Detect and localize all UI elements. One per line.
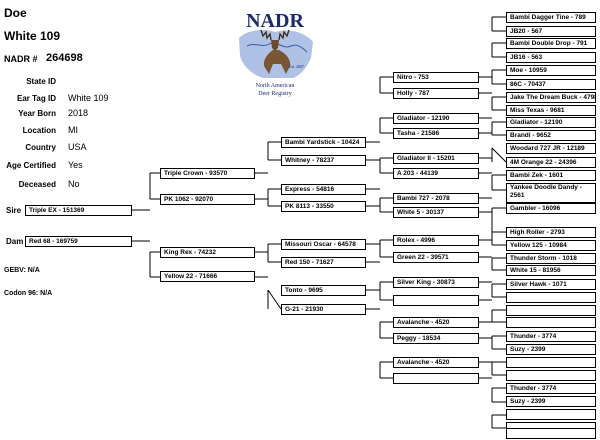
nadr-label: NADR # [4, 54, 38, 64]
pedigree-g3-box: Red 150 - 71627 [281, 257, 366, 268]
pedigree-g3-box: Express - 54816 [281, 184, 366, 195]
country-value: USA [68, 142, 87, 152]
state-id-label: State ID [26, 77, 56, 86]
ear-tag-label: Ear Tag ID [17, 94, 56, 103]
pedigree-g3-box: G-21 - 21930 [281, 304, 366, 315]
sire-label: Sire [6, 206, 22, 215]
nadr-number: 264698 [46, 52, 83, 64]
pedigree-g5-box: High Roller - 2793 [506, 227, 596, 238]
codon-text: Codon 96: N/A [4, 290, 53, 297]
pedigree-g4-box: Peggy - 18534 [393, 333, 479, 344]
pedigree-g4-box: White 5 - 30137 [393, 207, 479, 218]
pedigree-g5-box: Thunder - 3774 [506, 331, 596, 342]
deceased-label: Deceased [18, 180, 56, 189]
pedigree-g4-box: Gladiator - 12190 [393, 113, 479, 124]
nadr-logo: NADR Est. 2007 North American Deer Regis… [233, 8, 317, 98]
pedigree-g5-box: Gladiator - 12190 [506, 117, 596, 128]
age-certified-value: Yes [68, 160, 83, 170]
location-label: Location [22, 126, 56, 135]
pedigree-g4-box: Silver King - 30873 [393, 277, 479, 288]
gebv-text: GEBV: N/A [4, 267, 40, 274]
animal-sex: Doe [4, 6, 27, 20]
pedigree-g5-box: Brandi - 9652 [506, 130, 596, 141]
pedigree-g5-box [506, 428, 596, 439]
pedigree-g2-box: Triple Crown - 93570 [160, 168, 255, 179]
year-born-value: 2018 [68, 108, 89, 118]
logo-line2: Deer Registry [258, 91, 292, 97]
pedigree-g4-box: Green 22 - 39571 [393, 252, 479, 263]
pedigree-g5-box: Jake The Dream Buck - 4798 [506, 92, 596, 103]
pedigree-g3-box: Tonto - 9695 [281, 285, 366, 296]
pedigree-g5-box: Gambler - 16096 [506, 203, 596, 214]
pedigree-g4-box: Gladiator II - 15201 [393, 153, 479, 164]
pedigree-g5-box: Suzy - 2399 [506, 396, 596, 407]
pedigree-g2-box: Yellow 22 - 71666 [160, 271, 255, 282]
pedigree-g5-box: Thunder - 3774 [506, 383, 596, 394]
dam-label: Dam [6, 237, 24, 246]
pedigree-g5-box: Woodard 727 JR - 12189 [506, 143, 596, 154]
pedigree-g3-box: Missouri Oscar - 64578 [281, 239, 366, 250]
pedigree-g5-box [506, 317, 596, 328]
pedigree-g3-box: Bambi Yardstick - 10424 [281, 137, 366, 148]
pedigree-g4-box: Avalanche - 4520 [393, 357, 479, 368]
pedigree-g5-box: Bambi Double Drop - 791 [506, 38, 596, 49]
pedigree-g5-box: Yellow 125 - 10984 [506, 240, 596, 251]
logo-title: NADR [246, 10, 304, 32]
pedigree-g5-box: White 15 - 81956 [506, 265, 596, 276]
pedigree-g5-box: JB16 - 563 [506, 52, 596, 63]
pedigree-g4-box: Nitro - 753 [393, 72, 479, 83]
pedigree-g5-box: Thunder Storm - 1018 [506, 253, 596, 264]
pedigree-g5-box: Suzy - 2399 [506, 344, 596, 355]
pedigree-g5-box: JB20 - 567 [506, 26, 596, 37]
pedigree-g5-box: 86C - 70437 [506, 79, 596, 90]
pedigree-g2-box: King Rex - 74232 [160, 247, 255, 258]
logo-established: Est. 2007 [289, 64, 304, 69]
pedigree-g5-box: Moe - 10959 [506, 65, 596, 76]
pedigree-g3-box: Whitney - 78237 [281, 155, 366, 166]
pedigree-g5-box [506, 292, 596, 303]
pedigree-g5-box [506, 409, 596, 420]
age-certified-label: Age Certified [6, 161, 56, 170]
logo-line1: North American [256, 83, 295, 89]
pedigree-g5-box [506, 357, 596, 368]
pedigree-g4-box: Avalanche - 4520 [393, 317, 479, 328]
dam-box: Red 68 - 169759 [25, 236, 132, 247]
pedigree-g4-box: A 203 - 44139 [393, 168, 479, 179]
pedigree-g5-box: Silver Hawk - 1071 [506, 279, 596, 290]
pedigree-g5-box: Miss Texas - 9681 [506, 105, 596, 116]
pedigree-g4-box [393, 373, 479, 384]
pedigree-g5-box: Bambi Dagger Tine - 789 [506, 12, 596, 23]
deceased-value: No [68, 179, 80, 189]
pedigree-g5-box [506, 305, 596, 316]
pedigree-g3-box: PK 8113 - 33550 [281, 201, 366, 212]
animal-name: White 109 [4, 29, 61, 43]
pedigree-g4-box: Holly - 787 [393, 88, 479, 99]
sire-box: Triple EX - 151369 [25, 205, 132, 216]
pedigree-g2-box: PK 1062 - 92070 [160, 194, 255, 205]
pedigree-g4-box: Tasha - 21586 [393, 128, 479, 139]
pedigree-g4-box: Bambi 727 - 2078 [393, 193, 479, 204]
pedigree-g5-box: Yankee Doodle Dandy - 2561 [506, 183, 596, 203]
country-label: Country [25, 143, 56, 152]
pedigree-g5-box [506, 370, 596, 381]
ear-tag-value: White 109 [68, 93, 109, 103]
pedigree-g5-box: 4M Orange 22 - 24396 [506, 157, 596, 168]
pedigree-g4-box: Rolex - 4996 [393, 235, 479, 246]
pedigree-g4-box [393, 295, 479, 306]
year-born-label: Year Born [18, 109, 56, 118]
location-value: MI [68, 125, 78, 135]
pedigree-g5-box: Bambi Zek - 1601 [506, 170, 596, 181]
